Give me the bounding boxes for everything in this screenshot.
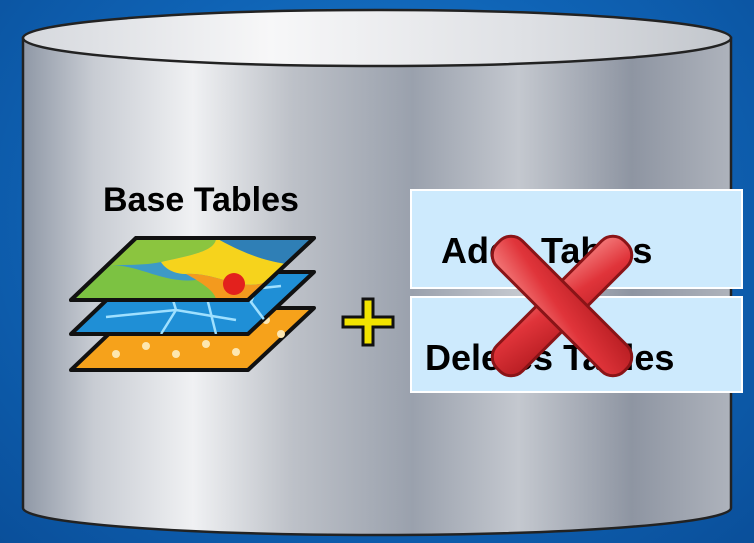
map-layers-icon (69, 236, 316, 372)
plus-icon (341, 297, 395, 347)
red-x-icon (490, 234, 634, 378)
base-tables-label: Base Tables (103, 181, 299, 219)
